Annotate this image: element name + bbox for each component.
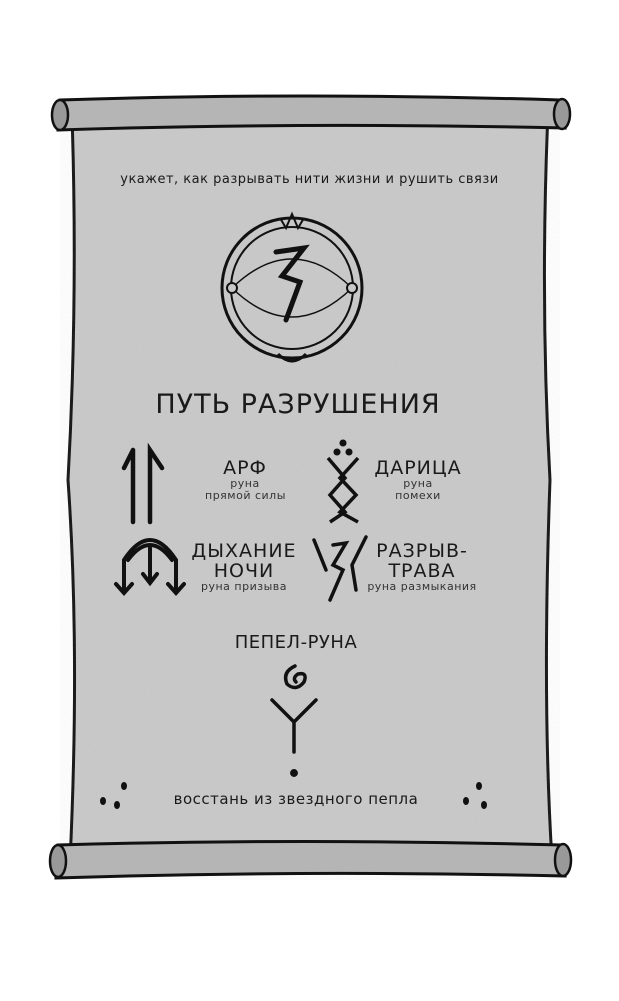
subtitle: укажет, как разрывать нити жизни и рушит… [120, 172, 499, 187]
ash-rune-label: ПЕПЕЛ-РУНА [234, 632, 358, 653]
rune-name: ДЫХАНИЕ [191, 540, 297, 562]
rune-arf: АРФ руна прямой силы [205, 458, 285, 502]
rune-breath-of-night: ДЫХАНИЕ НОЧИ руна призыва [185, 541, 303, 593]
rune-desc: помехи [395, 489, 441, 502]
rune-name: НОЧИ [213, 560, 275, 582]
bottom-roll-icon [48, 840, 573, 880]
rune-darica: ДАРИЦА руна помехи [368, 458, 468, 502]
page-title: ПУТЬ РАЗРУШЕНИЯ [155, 389, 441, 420]
darica-rune-icon [326, 439, 360, 524]
rune-razryv-trava: РАЗРЫВ- ТРАВА руна размыкания [364, 541, 480, 593]
arf-rune-icon [121, 442, 165, 525]
ash-rune-icon [270, 664, 318, 777]
rune-name: ДАРИЦА [374, 457, 462, 479]
rune-desc: прямой силы [205, 489, 286, 502]
rune-name: АРФ [223, 457, 267, 479]
rune-desc: руна [403, 477, 433, 490]
rune-desc: руна [230, 477, 260, 490]
dots-ornament-icon [100, 782, 487, 809]
rune-name: РАЗРЫВ- [376, 540, 468, 562]
destruction-emblem-icon [220, 211, 364, 363]
rune-name: ТРАВА [388, 560, 456, 582]
footer-text: восстань из звездного пепла [173, 790, 419, 808]
rune-desc: руна призыва [200, 580, 287, 593]
breath-of-night-rune-icon [114, 538, 186, 597]
top-roll-icon [50, 94, 572, 132]
razryv-trava-rune-icon [312, 535, 368, 602]
rune-desc: руна размыкания [367, 580, 477, 593]
